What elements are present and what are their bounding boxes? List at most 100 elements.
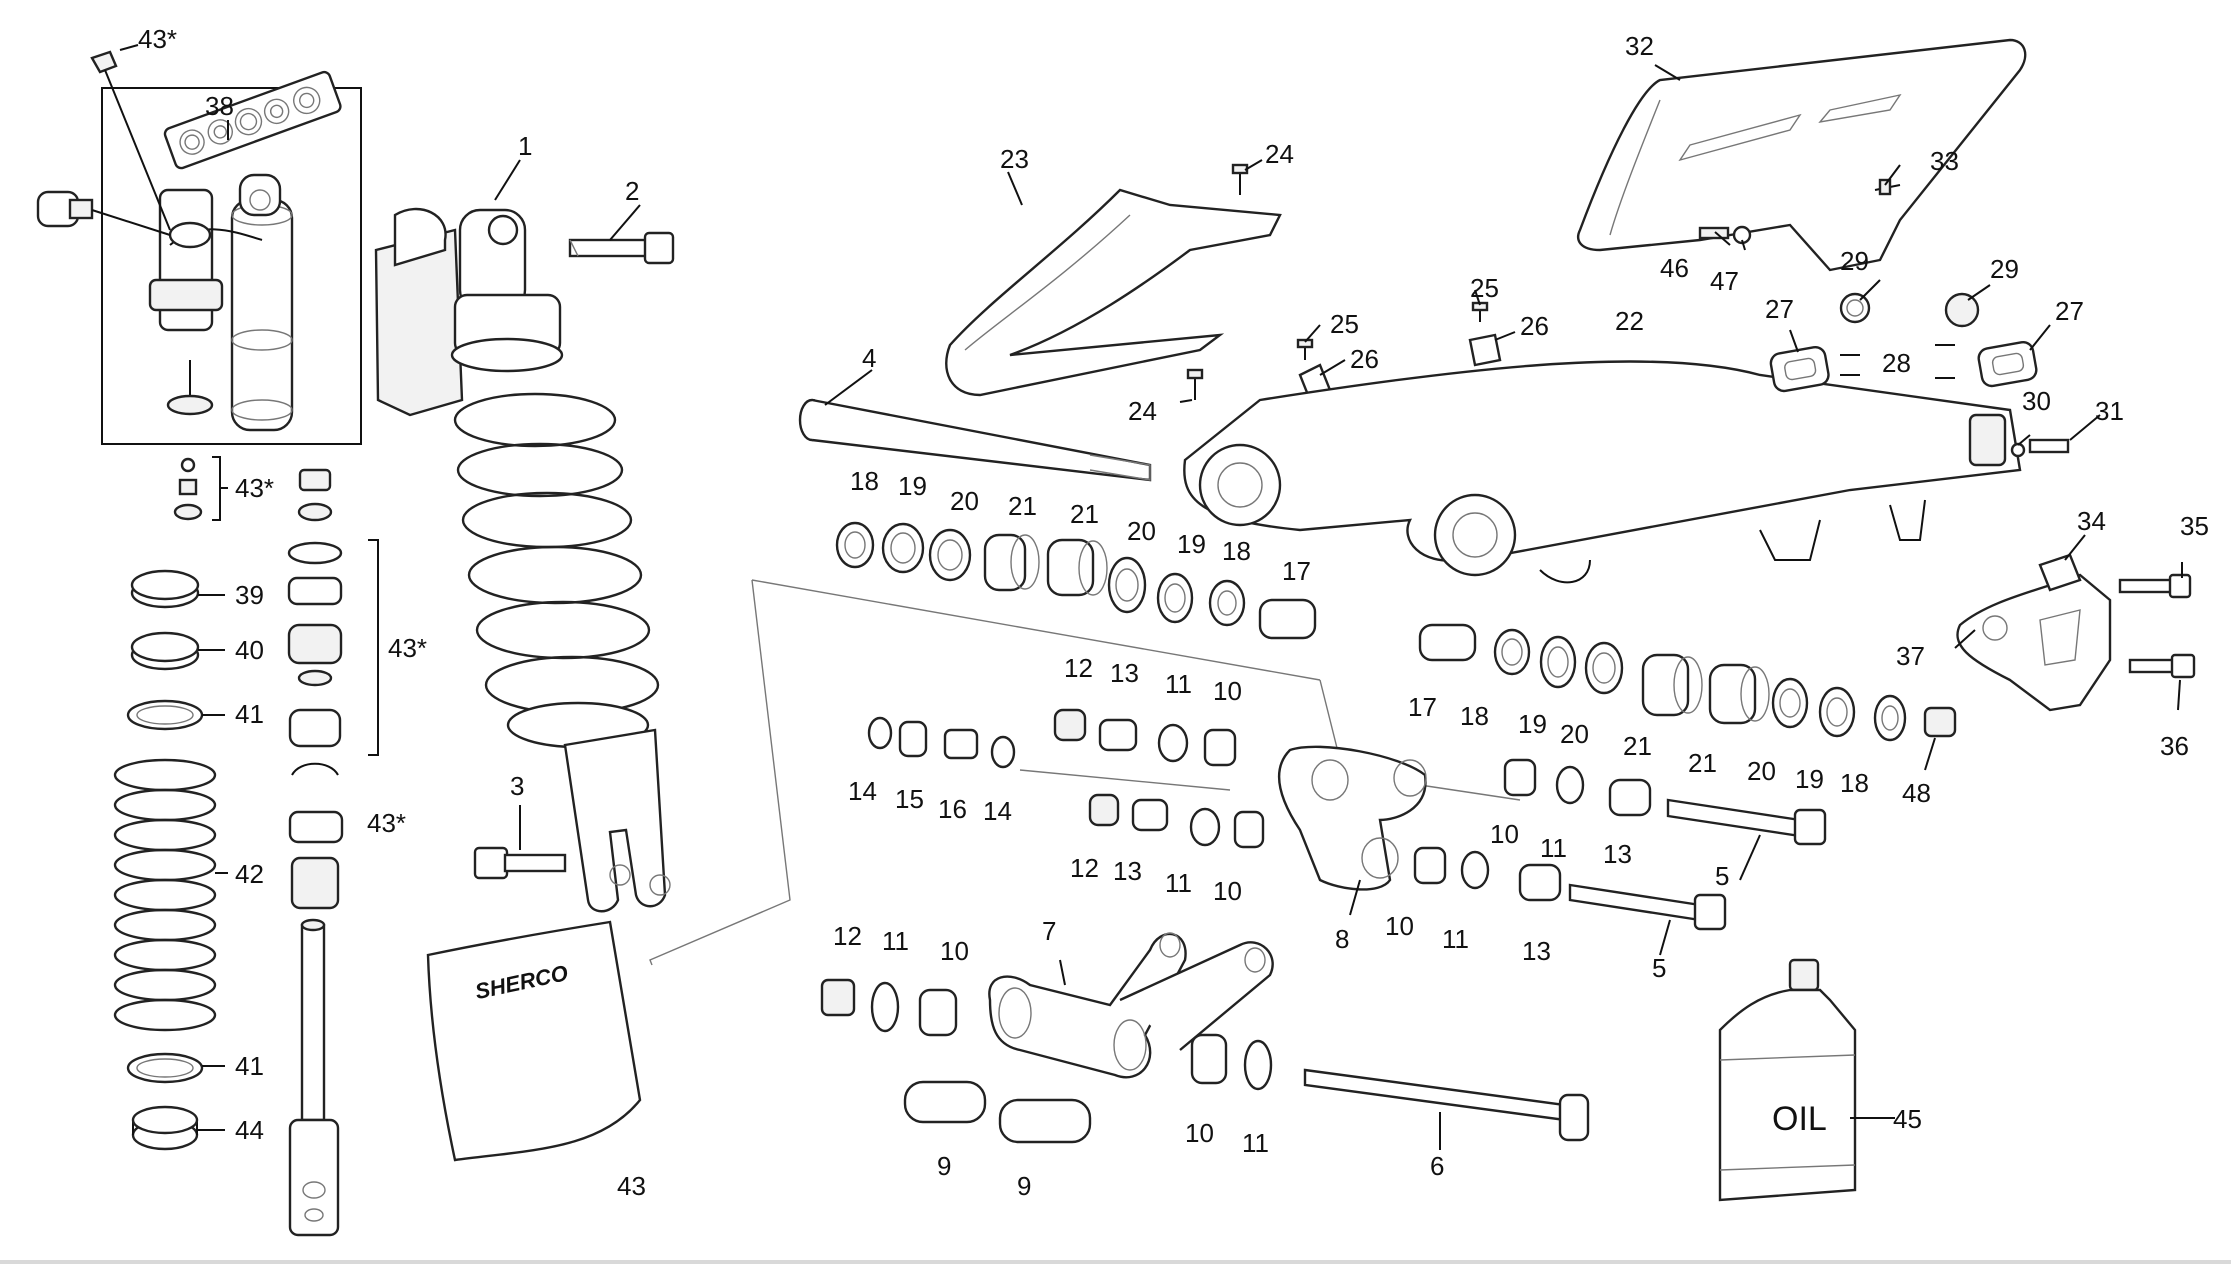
- shock-bolt-3: [473, 846, 567, 880]
- label-18: 18: [1222, 536, 1251, 566]
- label-43-star: 43*: [367, 808, 406, 838]
- reservoir-cap-part: [90, 50, 171, 231]
- label-11: 11: [1442, 924, 1469, 954]
- label-21: 21: [1623, 731, 1652, 761]
- label-43-star: 43*: [235, 473, 274, 503]
- label-44: 44: [235, 1115, 264, 1145]
- label-3: 3: [510, 771, 524, 801]
- label-17: 17: [1282, 556, 1311, 586]
- label-9: 9: [1017, 1171, 1031, 1201]
- label-43-star: 43*: [388, 633, 427, 663]
- label-20: 20: [950, 486, 979, 516]
- label-22: 22: [1615, 306, 1644, 336]
- screws-24-25: [1186, 163, 1489, 400]
- caps-29: [1839, 292, 1980, 328]
- label-27: 27: [2055, 296, 2084, 326]
- label-12: 12: [1064, 653, 1093, 683]
- label-45: 45: [1893, 1104, 1922, 1134]
- spring-42: [113, 758, 228, 1032]
- label-43: 43: [617, 1171, 646, 1201]
- label-38: 38: [205, 91, 234, 121]
- label-2: 2: [625, 176, 639, 206]
- label-36: 36: [2160, 731, 2189, 761]
- label-14: 14: [983, 796, 1012, 826]
- label-15: 15: [895, 784, 924, 814]
- label-43-star: 43*: [138, 24, 177, 54]
- label-28: 28: [1882, 348, 1911, 378]
- label-34: 34: [2077, 506, 2106, 536]
- label-13: 13: [1603, 839, 1632, 869]
- label-9: 9: [937, 1151, 951, 1181]
- lock-rings-39-40: [130, 569, 225, 671]
- washer-41-bottom: [126, 1052, 225, 1084]
- label-16: 16: [938, 794, 967, 824]
- caliper-support-37: [1956, 573, 2112, 712]
- swingarm-22: [1183, 360, 2022, 584]
- label-10: 10: [1213, 876, 1242, 906]
- bolts-35-36: [2118, 573, 2196, 679]
- label-37: 37: [1896, 641, 1925, 671]
- label-5: 5: [1652, 953, 1666, 983]
- label-32: 32: [1625, 31, 1654, 61]
- pull-rod-bearings: [820, 978, 1273, 1091]
- label-11: 11: [1165, 868, 1192, 898]
- label-13: 13: [1110, 658, 1139, 688]
- label-41: 41: [235, 699, 264, 729]
- label-21: 21: [1070, 499, 1099, 529]
- label-39: 39: [235, 580, 264, 610]
- rear-shock-absorber-1: [374, 207, 671, 913]
- axle-blocks-27: [1769, 340, 2038, 393]
- bearing-row-left: [835, 521, 1317, 640]
- label-10: 10: [1490, 819, 1519, 849]
- chain-guard-32: [1577, 38, 2027, 272]
- label-18: 18: [1840, 768, 1869, 798]
- label-25: 25: [1330, 309, 1359, 339]
- label-19: 19: [1177, 529, 1206, 559]
- linkage-bushings-right: [1413, 758, 1652, 902]
- label-24: 24: [1128, 396, 1157, 426]
- label-25: 25: [1470, 273, 1499, 303]
- label-41: 41: [235, 1051, 264, 1081]
- part-number-labels: 43* 38 1 2 3 43* 43* 43* 39 40 41 42 41 …: [138, 24, 2209, 1201]
- label-26: 26: [1520, 311, 1549, 341]
- oil-bottle-45: OIL: [1718, 958, 1857, 1202]
- linkage-bolts-5: [1568, 798, 1827, 931]
- label-10: 10: [940, 936, 969, 966]
- label-12: 12: [833, 921, 862, 951]
- label-31: 31: [2095, 396, 2124, 426]
- label-19: 19: [1518, 709, 1547, 739]
- label-12: 12: [1070, 853, 1099, 883]
- label-21: 21: [1008, 491, 1037, 521]
- chain-slider-23: [945, 188, 1282, 397]
- label-26: 26: [1350, 344, 1379, 374]
- bolts-28: [1840, 344, 1955, 379]
- label-48: 48: [1902, 778, 1931, 808]
- label-11: 11: [1165, 669, 1192, 699]
- label-14: 14: [848, 776, 877, 806]
- shock-bolt-2: [568, 231, 675, 265]
- label-11: 11: [1242, 1128, 1269, 1158]
- label-5: 5: [1715, 861, 1729, 891]
- label-23: 23: [1000, 144, 1029, 174]
- label-47: 47: [1710, 266, 1739, 296]
- damper-rod-clevis: [288, 918, 340, 1237]
- oil-label: OIL: [1772, 1100, 1827, 1138]
- label-24: 24: [1265, 139, 1294, 169]
- seal-stack-43: [287, 468, 379, 910]
- label-10: 10: [1185, 1118, 1214, 1148]
- label-10: 10: [1385, 911, 1414, 941]
- label-7: 7: [1042, 916, 1056, 946]
- label-11: 11: [1540, 833, 1567, 863]
- label-42: 42: [235, 859, 264, 889]
- caliper-bracket-34: [2038, 553, 2082, 592]
- label-19: 19: [1795, 764, 1824, 794]
- label-35: 35: [2180, 511, 2209, 541]
- label-20: 20: [1560, 719, 1589, 749]
- label-6: 6: [1430, 1151, 1444, 1181]
- label-29: 29: [1990, 254, 2019, 284]
- label-10: 10: [1213, 676, 1242, 706]
- reservoir-inset: [101, 70, 362, 445]
- linkage-bushings-left: [867, 708, 1265, 849]
- pull-rod-7: [988, 932, 1274, 1079]
- label-17: 17: [1408, 692, 1437, 722]
